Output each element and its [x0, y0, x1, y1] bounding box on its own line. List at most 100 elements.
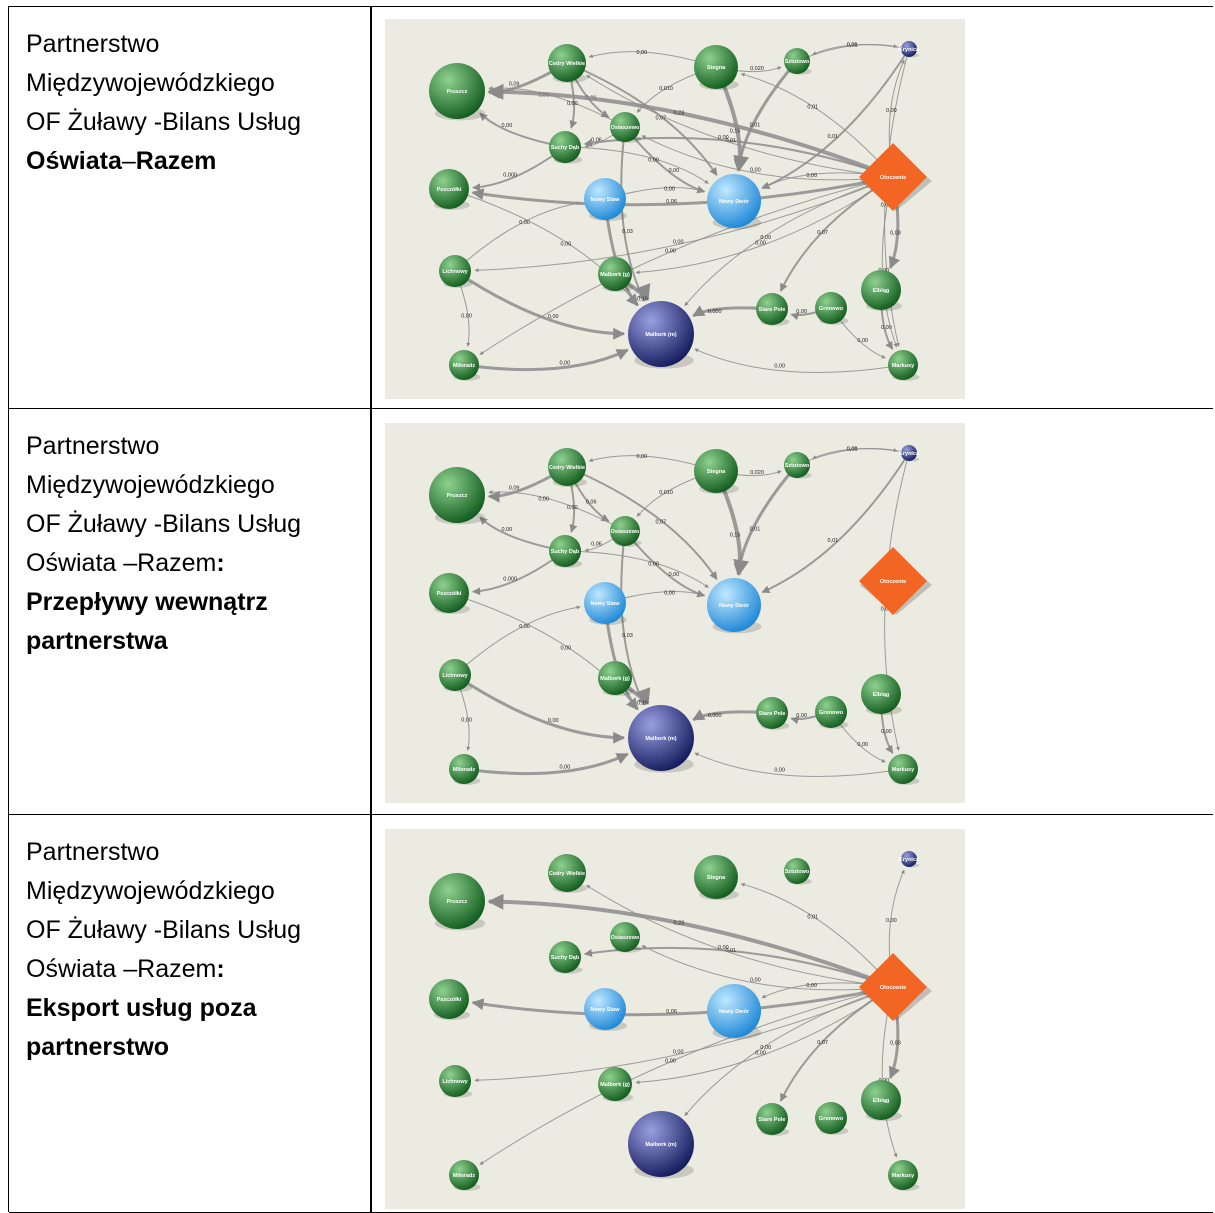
caption-line: Partnerstwo — [26, 30, 160, 58]
flow-edge — [454, 201, 581, 272]
table-row: Partnerstwo Międzywojewódzkiego OF Żuław… — [9, 7, 1213, 409]
edge-label: 0,00 — [664, 186, 675, 192]
edge-label: 0,16 — [637, 297, 648, 303]
flow-edge — [733, 464, 799, 576]
flow-edge — [479, 986, 894, 1165]
flow-edge — [454, 673, 626, 744]
edge-label: 0,00 — [559, 764, 570, 770]
flow-edge — [641, 135, 894, 181]
node-lichnowy: Lichnowy — [439, 1065, 473, 1098]
node-label: Elbląg — [873, 1098, 890, 1104]
edge-label: 0,00 — [673, 1050, 684, 1056]
edge-label: 0,06 — [666, 199, 677, 205]
caption-line: Przepływy wewnątrz — [26, 583, 356, 622]
edge-label: 0,000 — [708, 309, 722, 315]
edge-label: 0,00 — [806, 173, 817, 179]
edge-label: 0,00 — [648, 561, 659, 567]
node-label: Pruszcz — [447, 89, 468, 95]
edge-label: 0,00 — [669, 572, 680, 578]
edge-label: 0,00 — [750, 978, 761, 984]
edge-label: 0,03 — [890, 230, 901, 236]
node-malborkg: Malbork (g) — [598, 1067, 634, 1102]
node-label: Nowy Staw — [590, 197, 620, 203]
node-nowystaw: Nowy Staw — [584, 582, 627, 626]
caption-line: Międzywojewódzkiego — [26, 471, 275, 499]
node-pruszcz: Pruszcz — [429, 467, 486, 525]
flow-edge — [487, 83, 894, 179]
column-divider — [370, 7, 372, 1212]
edge-label: 0,16 — [637, 701, 648, 707]
edge-label: 0,00 — [718, 945, 729, 951]
edge-label: 0,15 — [730, 129, 741, 135]
edge-label: 0,00 — [881, 729, 892, 735]
node-label: Pszczółki — [437, 997, 462, 1003]
flow-edge — [463, 752, 629, 776]
edge-label: 0,00 — [857, 338, 868, 344]
caption-line: Międzywojewódzkiego — [26, 877, 275, 905]
edge-label: 0,00 — [755, 1050, 766, 1056]
node-label: Stegna — [707, 65, 726, 71]
node-nowystaw: Nowy Staw — [584, 178, 627, 222]
flow-edge — [740, 72, 894, 178]
node-label: Miłoradz — [453, 767, 476, 773]
caption-line: Eksport usług poza — [26, 989, 356, 1028]
edge-label: 0,020 — [750, 470, 764, 476]
edge-label: 0,01 — [750, 526, 761, 532]
node-label: Krynica — [899, 857, 920, 863]
caption-bold: partnerstwa — [26, 627, 168, 655]
flow-edge — [479, 176, 894, 355]
flow-edge — [740, 882, 894, 988]
node-otoczenie: Otoczenie — [859, 953, 932, 1021]
edge-label: 0,23 — [674, 110, 685, 116]
edge-label: 0,00 — [548, 718, 559, 724]
flow-edge — [694, 348, 904, 373]
edge-label: 0,00 — [501, 527, 512, 533]
node-malborkg: Malbork (g) — [598, 661, 634, 696]
flow-edge — [641, 945, 894, 991]
caption-dash: – — [121, 147, 136, 175]
network-diagram-export: 0,230,060,010,000,010,000,000,000,000,00… — [385, 829, 965, 1209]
edge-label: 0,01 — [725, 138, 736, 144]
caption-line: Oświata –Razem: — [26, 544, 356, 583]
node-label: Miłoradz — [453, 1173, 476, 1179]
comparison-table: Partnerstwo Międzywojewódzkiego OF Żuław… — [8, 6, 1213, 1213]
edge-label: 0,07 — [655, 115, 666, 121]
flow-edge — [454, 269, 626, 340]
edge-label: 0,00 — [561, 646, 572, 652]
caption-bold: Razem — [135, 147, 217, 175]
node-cedry: Cedry Wielkie — [548, 854, 588, 893]
node-markusy: Markusy — [888, 1160, 920, 1191]
node-label: Ostaszewo — [611, 935, 640, 941]
edge-label: 0,07 — [817, 1040, 828, 1046]
edge-label: 0,00 — [519, 220, 530, 226]
edge-label: 0,00 — [718, 135, 729, 141]
edge-label: 0,01 — [828, 538, 839, 544]
row-caption: Partnerstwo Międzywojewódzkiego OF Żuław… — [26, 25, 356, 181]
network-diagram-internal: 0,090,000,000,000,000,060,070,0200,000,0… — [385, 423, 965, 803]
edge-label: 0,000 — [503, 577, 517, 583]
edge-label: 0,00 — [796, 309, 807, 315]
node-label: Otoczenie — [880, 175, 906, 181]
flow-edge — [812, 44, 910, 55]
edge-label: 0,00 — [567, 101, 578, 107]
node-label: Markusy — [892, 363, 915, 369]
edge-label: 0,00 — [669, 168, 680, 174]
node-miloradz: Miłoradz — [449, 1160, 481, 1191]
node-label: Pruszcz — [447, 493, 468, 499]
edge-label: 0,15 — [730, 533, 741, 539]
flow-edge — [586, 884, 894, 988]
caption-colon: : — [216, 955, 225, 983]
flow-edge — [586, 74, 894, 178]
node-otoczenie: Otoczenie — [859, 143, 932, 211]
node-nowystaw: Nowy Staw — [584, 988, 627, 1032]
node-sztutowo: Sztutowo — [784, 858, 812, 885]
node-gronowo: Gronowo — [815, 696, 849, 729]
edge-label: 0,00 — [760, 235, 771, 241]
caption-text: Oświata –Razem — [26, 549, 217, 577]
edge-label: 0,00 — [750, 168, 761, 174]
edge-label: 0,00 — [857, 742, 868, 748]
caption-line: Oświata–Razem — [26, 142, 356, 181]
edge-label: 0,00 — [774, 364, 785, 370]
node-stegna: Stegna — [694, 449, 739, 495]
edge-label: 0,00 — [561, 242, 572, 248]
